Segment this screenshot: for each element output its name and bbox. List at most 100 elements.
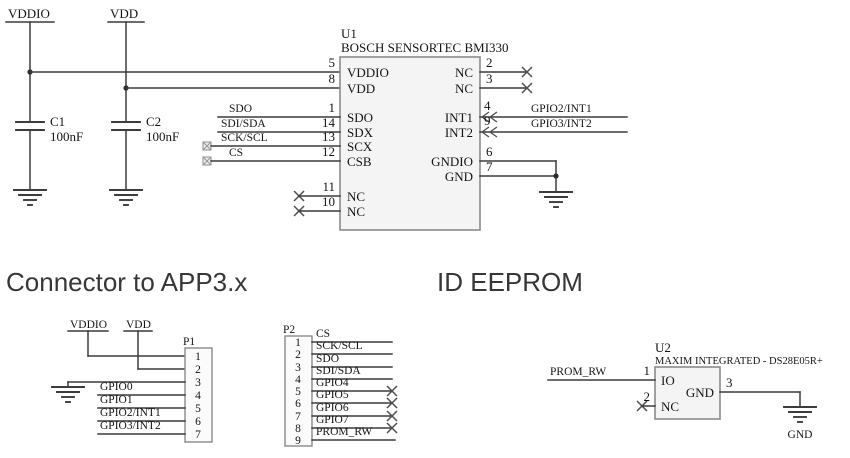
pin-number: 5	[329, 55, 336, 70]
pin-name: GND	[445, 169, 473, 184]
port-x	[202, 156, 212, 166]
net-label-sdi-sda: SDI/SDA	[221, 118, 266, 130]
pin-number: 3	[486, 71, 493, 86]
port-icon	[202, 156, 212, 166]
ground-symbol	[51, 386, 85, 403]
no-connect-x-icon	[386, 410, 398, 422]
pin-number: 6	[195, 416, 201, 428]
pin-number: 1	[644, 363, 651, 378]
net-label-vdd: VDD	[110, 6, 138, 21]
no-connect-x-icon	[386, 422, 398, 434]
section-heading-connector: Connector to APP3.x	[6, 267, 247, 297]
pin-name: CSB	[347, 154, 372, 169]
pin-name: SDO	[347, 110, 373, 125]
u2-part-name: MAXIM INTEGRATED - DS28E05R+	[655, 356, 823, 367]
no-connect-x-icon	[386, 397, 398, 409]
pin-number: 2	[295, 349, 301, 361]
net-label-sdo: SDO	[316, 353, 339, 365]
net-label-prom-rw: PROM_RW	[550, 366, 606, 378]
pin-name: NC	[347, 204, 365, 219]
pin-name: NC	[347, 189, 365, 204]
pin-number: 13	[322, 129, 335, 144]
net-label-prom-rw: PROM_RW	[316, 426, 372, 438]
capacitor-c1: C1 100nF	[13, 114, 83, 206]
pin-number: 10	[322, 194, 335, 209]
p1-connector: VDDIO VDD P1 1 2 3 4 5 6 7 GPIO0 GPIO1 G…	[51, 319, 213, 443]
net-label-gpio7: GPIO7	[316, 414, 349, 426]
pin-number: 3	[726, 375, 733, 390]
pin-number: 1	[329, 100, 336, 115]
ground-symbol	[783, 406, 817, 423]
c1-ref: C1	[50, 114, 65, 129]
vdd-rail: VDD	[107, 6, 341, 123]
pin-name: GNDIO	[431, 154, 473, 169]
pin-number: 6	[295, 398, 301, 410]
pin-name: VDD	[347, 81, 375, 96]
pin-number: 4	[484, 98, 491, 113]
port-x	[202, 141, 212, 151]
p2-refdes: P2	[283, 324, 295, 336]
net-label-gpio0: GPIO0	[100, 381, 133, 393]
net-label-gpio2-int1: GPIO2/INT1	[100, 407, 161, 419]
u1-refdes: U1	[341, 26, 357, 41]
pin-name: NC	[455, 81, 473, 96]
pin-name: NC	[455, 65, 473, 80]
u1-part-name: BOSCH SENSORTEC BMI330	[341, 40, 509, 55]
pin-number: 7	[195, 429, 201, 441]
net-label-vdd: VDD	[126, 319, 151, 331]
junction-dot	[553, 173, 559, 179]
net-label-sck-scl: SCK/SCL	[221, 132, 268, 144]
chevron-left-icon	[480, 111, 498, 123]
u1-bmi330: U1 BOSCH SENSORTEC BMI330 5 VDDIO 8 VDD …	[202, 26, 628, 231]
net-label-sdi-sda: SDI/SDA	[316, 365, 361, 377]
pin-number: 11	[322, 179, 335, 194]
pin-name: INT1	[445, 110, 473, 125]
pin-number: 14	[322, 115, 336, 130]
pin-name: SCX	[347, 139, 373, 154]
pin-number: 4	[195, 390, 201, 402]
port-icon	[202, 141, 212, 151]
pin-name: IO	[661, 373, 675, 388]
net-label-cs: CS	[316, 328, 330, 340]
pin-number: 6	[486, 144, 493, 159]
p2-connector: P2 1 2 3 4 5 6 7 8 9 CS SCK/SCL SDO SDI/…	[283, 324, 398, 447]
pin-number: 9	[484, 113, 491, 128]
no-connect-x-icon	[386, 385, 398, 397]
pin-number: 7	[295, 411, 301, 423]
ground-symbol	[109, 189, 143, 206]
pin-name: VDDIO	[347, 65, 389, 80]
capacitor-c2: C2 100nF	[109, 114, 179, 206]
pin-number: 4	[295, 374, 301, 386]
pin-number: 5	[295, 386, 301, 398]
pin-name: NC	[661, 399, 679, 414]
pin-number: 3	[195, 377, 201, 389]
ground-symbol	[539, 191, 573, 208]
c2-value: 100nF	[146, 129, 179, 144]
pin-name: GND	[686, 385, 714, 400]
net-label-gpio4: GPIO4	[316, 377, 349, 389]
pin-number: 2	[644, 389, 651, 404]
u2-refdes: U2	[655, 340, 671, 355]
c1-value: 100nF	[50, 129, 83, 144]
pin-number: 2	[486, 55, 493, 70]
net-label-sck-scl: SCK/SCL	[316, 340, 363, 352]
net-label-gnd: GND	[788, 429, 813, 441]
p1-body	[184, 347, 213, 443]
pin-number: 1	[295, 337, 301, 349]
net-label-gpio2-int1: GPIO2/INT1	[531, 103, 592, 115]
net-label-vddio: VDDIO	[70, 319, 107, 331]
pin-number: 2	[195, 364, 201, 376]
u2-body	[654, 366, 721, 420]
c2-ref: C2	[146, 114, 161, 129]
pin-number: 1	[195, 351, 201, 363]
chevron-left-icon	[480, 126, 498, 138]
pin-number: 3	[295, 362, 301, 374]
pin-number: 9	[295, 435, 301, 447]
section-heading-eeprom: ID EEPROM	[437, 267, 583, 297]
net-label-sdo: SDO	[229, 103, 252, 115]
no-connect-x-icon	[521, 82, 533, 94]
pin-number: 8	[295, 423, 301, 435]
net-label-gpio6: GPIO6	[316, 402, 349, 414]
net-label-gpio5: GPIO5	[316, 389, 349, 401]
